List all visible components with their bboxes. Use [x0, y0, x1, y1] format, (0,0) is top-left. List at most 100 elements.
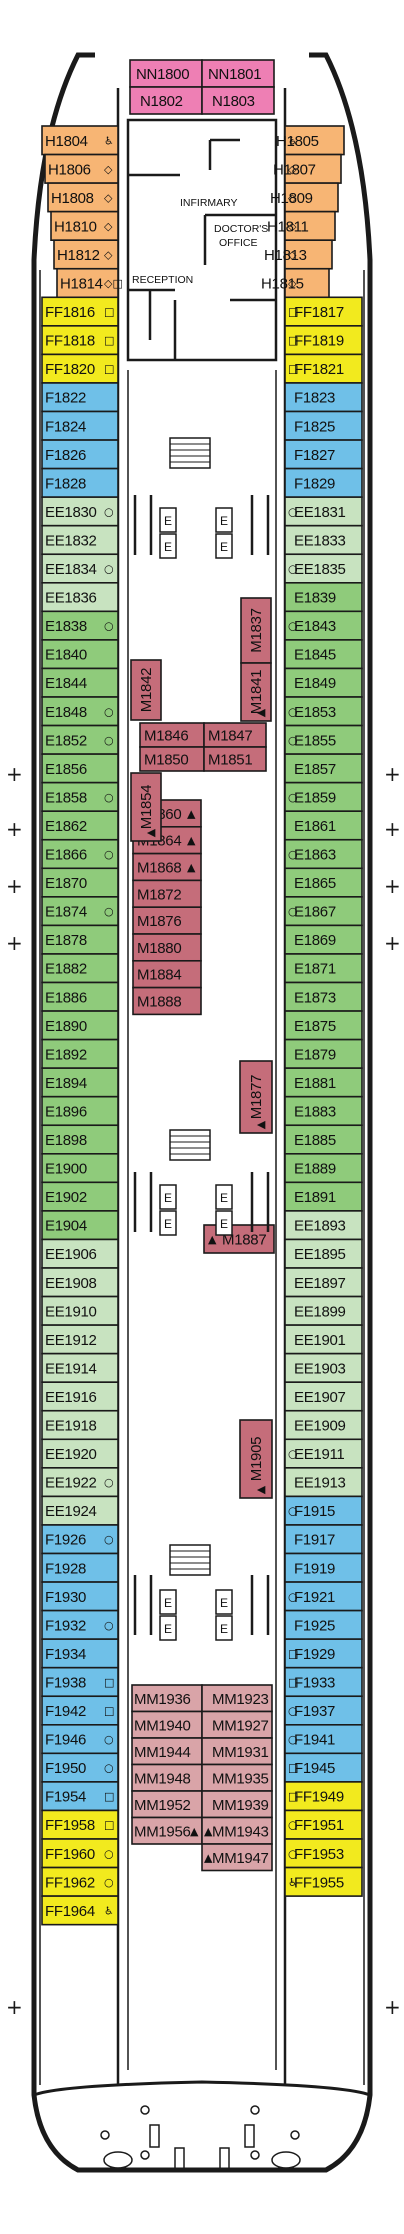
- cabin-shape[interactable]: [132, 986, 202, 1016]
- cabin-shape[interactable]: [50, 210, 119, 241]
- cabin-shape[interactable]: [131, 1684, 203, 1713]
- cabin-EE1913[interactable]: EE1913: [284, 1467, 363, 1498]
- cabin-shape[interactable]: [132, 879, 202, 909]
- cabin-E1865[interactable]: E1865: [284, 867, 363, 898]
- cabin-M1842[interactable]: M1842: [130, 659, 162, 721]
- cabin-F1822[interactable]: F1822: [41, 382, 119, 413]
- cabin-F1825[interactable]: F1825: [284, 410, 363, 441]
- cabin-shape[interactable]: [284, 1838, 363, 1869]
- cabin-H1814[interactable]: H1814◇□: [56, 267, 123, 299]
- cabin-F1915[interactable]: F1915○: [284, 1495, 363, 1526]
- cabin-shape[interactable]: [284, 1095, 363, 1127]
- cabin-NN1800[interactable]: NN1800: [129, 59, 203, 88]
- cabin-FF1817[interactable]: FF1817□: [284, 296, 363, 327]
- cabin-M1872[interactable]: M1872: [132, 879, 202, 909]
- cabin-E1904[interactable]: E1904: [41, 1210, 119, 1241]
- cabin-H1809[interactable]: H1809◇: [270, 182, 339, 213]
- cabin-E1885[interactable]: E1885: [284, 1124, 363, 1155]
- cabin-H1811[interactable]: H1811◇: [267, 210, 336, 241]
- cabin-E1849[interactable]: E1849: [284, 667, 363, 698]
- cabin-shape[interactable]: [41, 496, 119, 527]
- cabin-shape[interactable]: [284, 210, 336, 241]
- cabin-shape[interactable]: [284, 1010, 363, 1041]
- cabin-E1878[interactable]: E1878: [41, 924, 119, 955]
- cabin-MM1923[interactable]: MM1923: [201, 1684, 273, 1713]
- cabin-shape[interactable]: [41, 382, 119, 413]
- cabin-EE1922[interactable]: EE1922○: [41, 1467, 119, 1498]
- cabin-FF1816[interactable]: FF1816□: [41, 296, 119, 327]
- cabin-shape[interactable]: [41, 353, 119, 384]
- cabin-shape[interactable]: [130, 772, 162, 842]
- cabin-EE1903[interactable]: EE1903: [284, 1352, 363, 1384]
- cabin-shape[interactable]: [41, 1838, 119, 1869]
- cabin-shape[interactable]: [284, 696, 363, 727]
- cabin-shape[interactable]: [284, 1724, 363, 1755]
- cabin-shape[interactable]: [41, 1695, 119, 1726]
- cabin-E1848[interactable]: E1848○: [41, 696, 119, 727]
- cabin-E1879[interactable]: E1879: [284, 1038, 363, 1069]
- cabin-E1881[interactable]: E1881: [284, 1067, 363, 1098]
- cabin-E1855[interactable]: E1855○: [284, 724, 363, 755]
- cabin-F1925[interactable]: F1925: [284, 1609, 363, 1640]
- cabin-shape[interactable]: [284, 667, 363, 698]
- cabin-E1896[interactable]: E1896: [41, 1095, 119, 1127]
- cabin-shape[interactable]: [284, 753, 363, 784]
- cabin-shape[interactable]: [201, 1710, 273, 1739]
- cabin-EE1833[interactable]: EE1833: [284, 524, 363, 556]
- cabin-shape[interactable]: [284, 581, 363, 613]
- cabin-shape[interactable]: [41, 1752, 119, 1783]
- cabin-MM1944[interactable]: MM1944: [131, 1737, 203, 1766]
- cabin-shape[interactable]: [284, 182, 339, 213]
- cabin-FF1955[interactable]: FF1955♿: [284, 1866, 363, 1897]
- cabin-shape[interactable]: [284, 838, 363, 870]
- cabin-shape[interactable]: [41, 1067, 119, 1098]
- cabin-E1874[interactable]: E1874○: [41, 896, 119, 927]
- cabin-F1829[interactable]: F1829: [284, 467, 363, 498]
- cabin-EE1830[interactable]: EE1830○: [41, 496, 119, 527]
- cabin-M1854[interactable]: M1854▲: [130, 772, 162, 842]
- cabin-EE1831[interactable]: EE1831○: [284, 496, 363, 527]
- cabin-M1905[interactable]: M1905▲: [239, 1419, 273, 1499]
- cabin-shape[interactable]: [201, 59, 275, 88]
- cabin-E1866[interactable]: E1866○: [41, 838, 119, 870]
- cabin-E1845[interactable]: E1845: [284, 639, 363, 670]
- cabin-F1921[interactable]: F1921○: [284, 1581, 363, 1612]
- cabin-EE1918[interactable]: EE1918: [41, 1409, 119, 1441]
- cabin-FF1951[interactable]: FF1951○: [284, 1809, 363, 1840]
- cabin-F1934[interactable]: F1934: [41, 1638, 119, 1669]
- cabin-shape[interactable]: [203, 1224, 275, 1254]
- cabin-E1840[interactable]: E1840: [41, 639, 119, 670]
- cabin-shape[interactable]: [284, 1552, 363, 1583]
- cabin-shape[interactable]: [284, 639, 363, 670]
- cabin-shape[interactable]: [284, 1381, 363, 1412]
- cabin-F1950[interactable]: F1950○: [41, 1752, 119, 1783]
- cabin-E1838[interactable]: E1838○: [41, 610, 119, 641]
- cabin-shape[interactable]: [41, 1467, 119, 1498]
- cabin-shape[interactable]: [41, 325, 119, 356]
- cabin-E1852[interactable]: E1852○: [41, 724, 119, 755]
- cabin-shape[interactable]: [131, 1737, 203, 1766]
- cabin-shape[interactable]: [284, 781, 363, 813]
- cabin-EE1835[interactable]: EE1835○: [284, 553, 363, 584]
- cabin-EE1914[interactable]: EE1914: [41, 1352, 119, 1384]
- cabin-shape[interactable]: [284, 1866, 363, 1897]
- cabin-shape[interactable]: [284, 867, 363, 898]
- cabin-MM1939[interactable]: MM1939: [201, 1790, 273, 1819]
- cabin-shape[interactable]: [284, 125, 345, 156]
- cabin-M1837[interactable]: M1837: [240, 597, 272, 664]
- cabin-E1844[interactable]: E1844: [41, 667, 119, 698]
- cabin-shape[interactable]: [284, 1324, 363, 1355]
- cabin-shape[interactable]: [284, 382, 363, 413]
- cabin-E1900[interactable]: E1900: [41, 1153, 119, 1184]
- cabin-F1938[interactable]: F1938□: [41, 1666, 119, 1698]
- cabin-shape[interactable]: [41, 696, 119, 727]
- cabin-FF1953[interactable]: FF1953○: [284, 1838, 363, 1869]
- cabin-MM1943[interactable]: MM1943▲: [201, 1816, 273, 1845]
- cabin-shape[interactable]: [284, 1210, 363, 1241]
- cabin-shape[interactable]: [284, 924, 363, 955]
- cabin-shape[interactable]: [41, 1381, 119, 1412]
- cabin-H1808[interactable]: H1808◇: [47, 182, 119, 213]
- cabin-MM1956[interactable]: MM1956▲: [131, 1816, 203, 1845]
- cabin-H1805[interactable]: H1805♿: [276, 125, 345, 156]
- cabin-shape[interactable]: [41, 981, 119, 1012]
